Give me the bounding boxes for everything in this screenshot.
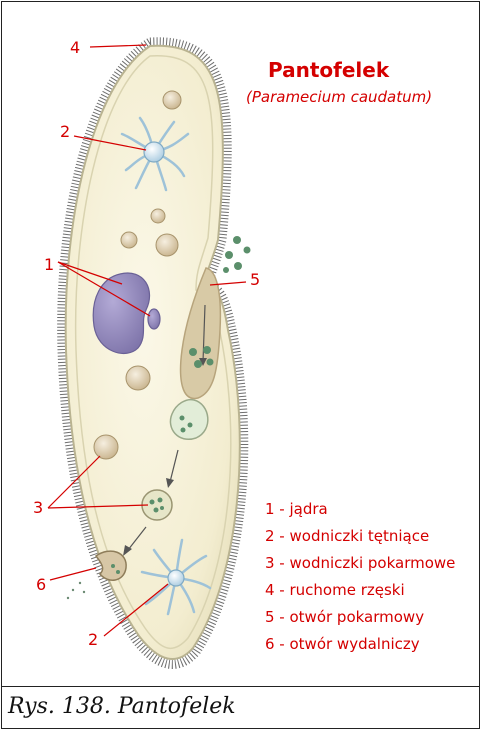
legend-item: 4 - ruchome rzęski	[265, 577, 455, 604]
granule	[121, 232, 137, 248]
callout-4: 4	[70, 38, 80, 57]
callout-1: 1	[44, 255, 54, 274]
callout-2-bottom: 2	[88, 630, 98, 649]
legend-item: 6 - otwór wydalniczy	[265, 631, 455, 658]
waste-particle	[83, 591, 85, 593]
callout-6: 6	[36, 575, 46, 594]
callout-3: 3	[33, 498, 43, 517]
legend: 1 - jądra 2 - wodniczki tętniące 3 - wod…	[265, 496, 455, 658]
callout-5: 5	[250, 270, 260, 289]
granule	[126, 366, 150, 390]
figure-caption: Rys. 138. Pantofelek	[8, 694, 236, 719]
food-particle	[188, 423, 193, 428]
micronucleus	[148, 309, 160, 329]
contractile-vacuole-top-center	[144, 142, 164, 162]
food-particle	[180, 416, 185, 421]
legend-item: 2 - wodniczki tętniące	[265, 523, 455, 550]
food-particle	[203, 346, 211, 354]
legend-item: 3 - wodniczki pokarmowe	[265, 550, 455, 577]
granule	[163, 91, 181, 109]
granule	[151, 209, 165, 223]
granule	[156, 234, 178, 256]
food-particle	[181, 428, 186, 433]
waste-particle	[111, 564, 115, 568]
food-particle	[150, 500, 155, 505]
food-particle	[158, 498, 163, 503]
food-particle	[244, 247, 251, 254]
legend-item: 5 - otwór pokarmowy	[265, 604, 455, 631]
waste-particle	[116, 570, 120, 574]
waste-particle	[79, 582, 81, 584]
granule	[94, 435, 118, 459]
food-particle	[223, 267, 229, 273]
contractile-vacuole-bottom-center	[168, 570, 184, 586]
diagram-title: Pantofelek	[268, 58, 389, 82]
diagram-subtitle: (Paramecium caudatum)	[246, 88, 432, 106]
legend-item: 1 - jądra	[265, 496, 455, 523]
food-particle	[154, 508, 159, 513]
food-particle	[189, 348, 197, 356]
food-particle	[194, 360, 202, 368]
food-particle	[207, 359, 214, 366]
food-particle	[233, 236, 241, 244]
food-particle	[234, 262, 242, 270]
waste-particle	[67, 597, 69, 599]
waste-particle	[72, 589, 74, 591]
food-particle	[160, 506, 164, 510]
callout-2-top: 2	[60, 122, 70, 141]
food-particle	[225, 251, 233, 259]
